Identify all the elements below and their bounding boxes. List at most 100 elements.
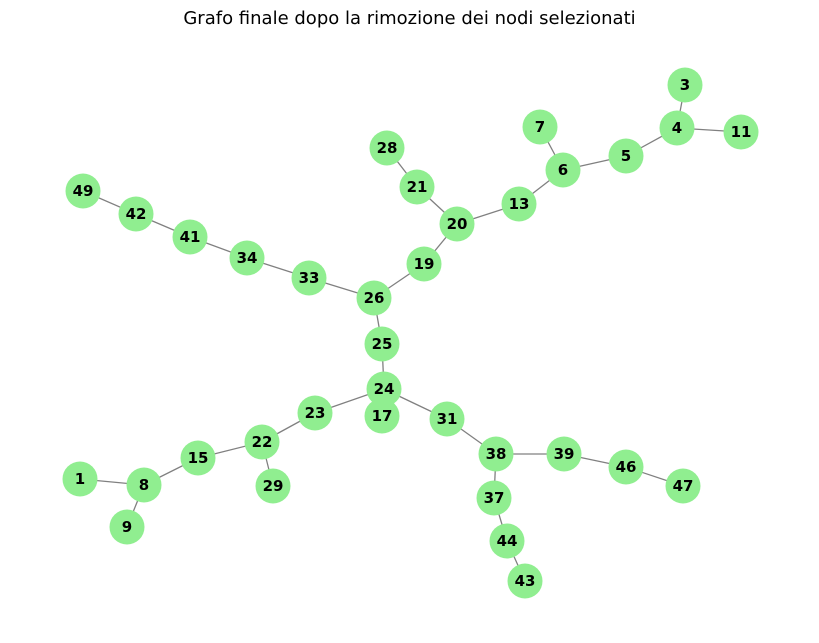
node-circle bbox=[489, 523, 525, 559]
node-21: 21 bbox=[399, 169, 435, 205]
node-circle bbox=[244, 424, 280, 460]
node-29: 29 bbox=[255, 468, 291, 504]
node-39: 39 bbox=[546, 436, 582, 472]
node-circle bbox=[291, 260, 327, 296]
node-15: 15 bbox=[180, 440, 216, 476]
node-circle bbox=[478, 436, 514, 472]
node-label: 7 bbox=[535, 118, 545, 136]
node-label: 1 bbox=[75, 470, 85, 488]
node-19: 19 bbox=[406, 246, 442, 282]
node-label: 20 bbox=[447, 215, 468, 233]
node-circle bbox=[667, 67, 703, 103]
node-17: 17 bbox=[364, 398, 400, 434]
node-circle bbox=[297, 395, 333, 431]
node-44: 44 bbox=[489, 523, 525, 559]
node-circle bbox=[118, 196, 154, 232]
node-25: 25 bbox=[364, 326, 400, 362]
node-circle bbox=[180, 440, 216, 476]
node-42: 42 bbox=[118, 196, 154, 232]
node-38: 38 bbox=[478, 436, 514, 472]
node-circle bbox=[723, 114, 759, 150]
node-37: 37 bbox=[476, 480, 512, 516]
node-label: 49 bbox=[73, 182, 94, 200]
node-label: 31 bbox=[437, 410, 458, 428]
node-circle bbox=[109, 509, 145, 545]
node-circle bbox=[364, 398, 400, 434]
node-label: 41 bbox=[180, 228, 201, 246]
node-label: 29 bbox=[263, 477, 284, 495]
node-label: 6 bbox=[558, 161, 568, 179]
node-label: 44 bbox=[497, 532, 518, 550]
node-20: 20 bbox=[439, 206, 475, 242]
node-label: 13 bbox=[509, 195, 530, 213]
node-5: 5 bbox=[608, 138, 644, 174]
node-label: 22 bbox=[252, 433, 273, 451]
node-label: 39 bbox=[554, 445, 575, 463]
graph-title: Grafo finale dopo la rimozione dei nodi … bbox=[183, 8, 636, 29]
node-circle bbox=[65, 173, 101, 209]
node-label: 38 bbox=[486, 445, 507, 463]
node-34: 34 bbox=[229, 240, 265, 276]
node-label: 34 bbox=[237, 249, 258, 267]
node-label: 17 bbox=[372, 407, 393, 425]
node-circle bbox=[608, 449, 644, 485]
node-43: 43 bbox=[507, 563, 543, 599]
node-label: 3 bbox=[680, 76, 690, 94]
node-circle bbox=[501, 186, 537, 222]
node-label: 5 bbox=[621, 147, 631, 165]
node-label: 19 bbox=[414, 255, 435, 273]
node-28: 28 bbox=[369, 130, 405, 166]
node-label: 21 bbox=[407, 178, 428, 196]
node-label: 23 bbox=[305, 404, 326, 422]
node-label: 24 bbox=[374, 380, 395, 398]
node-label: 33 bbox=[299, 269, 320, 287]
node-label: 4 bbox=[672, 119, 682, 137]
node-circle bbox=[62, 461, 98, 497]
node-31: 31 bbox=[429, 401, 465, 437]
node-circle bbox=[126, 467, 162, 503]
node-label: 8 bbox=[139, 476, 149, 494]
node-label: 43 bbox=[515, 572, 536, 590]
node-47: 47 bbox=[665, 468, 701, 504]
node-33: 33 bbox=[291, 260, 327, 296]
node-circle bbox=[172, 219, 208, 255]
node-26: 26 bbox=[356, 280, 392, 316]
node-label: 15 bbox=[188, 449, 209, 467]
node-circle bbox=[429, 401, 465, 437]
node-circle bbox=[229, 240, 265, 276]
node-label: 9 bbox=[122, 518, 132, 536]
node-circle bbox=[356, 280, 392, 316]
node-label: 11 bbox=[731, 123, 752, 141]
node-circle bbox=[476, 480, 512, 516]
node-circle bbox=[665, 468, 701, 504]
node-label: 46 bbox=[616, 458, 637, 476]
node-13: 13 bbox=[501, 186, 537, 222]
node-8: 8 bbox=[126, 467, 162, 503]
node-22: 22 bbox=[244, 424, 280, 460]
node-11: 11 bbox=[723, 114, 759, 150]
node-41: 41 bbox=[172, 219, 208, 255]
node-label: 28 bbox=[377, 139, 398, 157]
node-label: 47 bbox=[673, 477, 694, 495]
node-circle bbox=[255, 468, 291, 504]
node-24: 24 bbox=[366, 371, 402, 407]
node-6: 6 bbox=[545, 152, 581, 188]
node-circle bbox=[406, 246, 442, 282]
node-circle bbox=[545, 152, 581, 188]
node-label: 25 bbox=[372, 335, 393, 353]
node-49: 49 bbox=[65, 173, 101, 209]
node-circle bbox=[608, 138, 644, 174]
node-circle bbox=[546, 436, 582, 472]
node-circle bbox=[659, 110, 695, 146]
node-circle bbox=[507, 563, 543, 599]
node-1: 1 bbox=[62, 461, 98, 497]
node-circle bbox=[366, 371, 402, 407]
node-label: 26 bbox=[364, 289, 385, 307]
node-label: 42 bbox=[126, 205, 147, 223]
node-4: 4 bbox=[659, 110, 695, 146]
node-circle bbox=[399, 169, 435, 205]
node-circle bbox=[369, 130, 405, 166]
node-circle bbox=[522, 109, 558, 145]
